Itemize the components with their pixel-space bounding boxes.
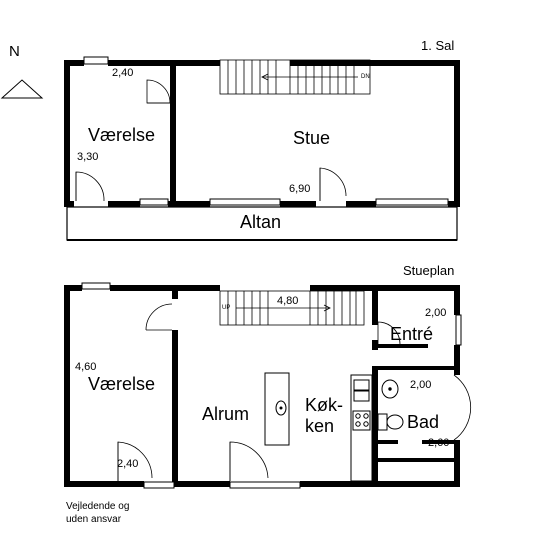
entry-width: 2,00 xyxy=(425,307,447,319)
compass-label: N xyxy=(9,43,20,60)
kitchen-label-line2: ken xyxy=(305,416,335,436)
upper-floor-windows xyxy=(83,56,449,206)
ground-floor-windows xyxy=(81,282,462,489)
upper-stairs xyxy=(219,59,371,95)
upper-doors xyxy=(75,79,347,202)
upper-living-width: 6,90 xyxy=(289,183,311,195)
ground-floor-label: Stueplan xyxy=(403,263,455,278)
upper-floor-walls xyxy=(64,60,460,207)
ground-floor-walls xyxy=(64,285,460,487)
upper-bedroom-depth: 3,30 xyxy=(77,151,99,163)
entry-label: Entré xyxy=(390,324,434,344)
ground-bedroom-depth: 4,60 xyxy=(75,361,97,373)
upper-bedroom-label: Værelse xyxy=(88,125,156,145)
bath-depth: 2,60 xyxy=(428,437,450,449)
ground-bedroom-label: Værelse xyxy=(88,374,156,394)
ground-stair-width: 4,80 xyxy=(277,295,299,307)
ground-bedroom-width: 2,40 xyxy=(117,458,139,470)
bath-label: Bad xyxy=(407,412,440,432)
disclaimer-line2: uden ansvar xyxy=(66,514,122,525)
disclaimer-line1: Vejledende og xyxy=(66,501,130,512)
ground-stairs xyxy=(219,290,365,326)
upper-stair-label: DN xyxy=(361,74,370,80)
kitchen-counter xyxy=(350,374,373,482)
kitchen-label-line1: Køk- xyxy=(305,395,343,415)
north-arrow-icon xyxy=(0,79,44,99)
ground-doors xyxy=(117,303,472,481)
balcony-label: Altan xyxy=(240,212,282,232)
bathroom-fixtures xyxy=(377,379,404,462)
family-room-label: Alrum xyxy=(202,404,250,424)
upper-floor-label: 1. Sal xyxy=(421,38,455,53)
bath-width: 2,00 xyxy=(410,379,432,391)
balcony-outline xyxy=(66,206,458,241)
kitchen-island xyxy=(264,372,290,446)
upper-living-label: Stue xyxy=(293,128,331,148)
ground-stair-label: UP xyxy=(222,305,231,311)
upper-bedroom-width: 2,40 xyxy=(112,67,134,79)
